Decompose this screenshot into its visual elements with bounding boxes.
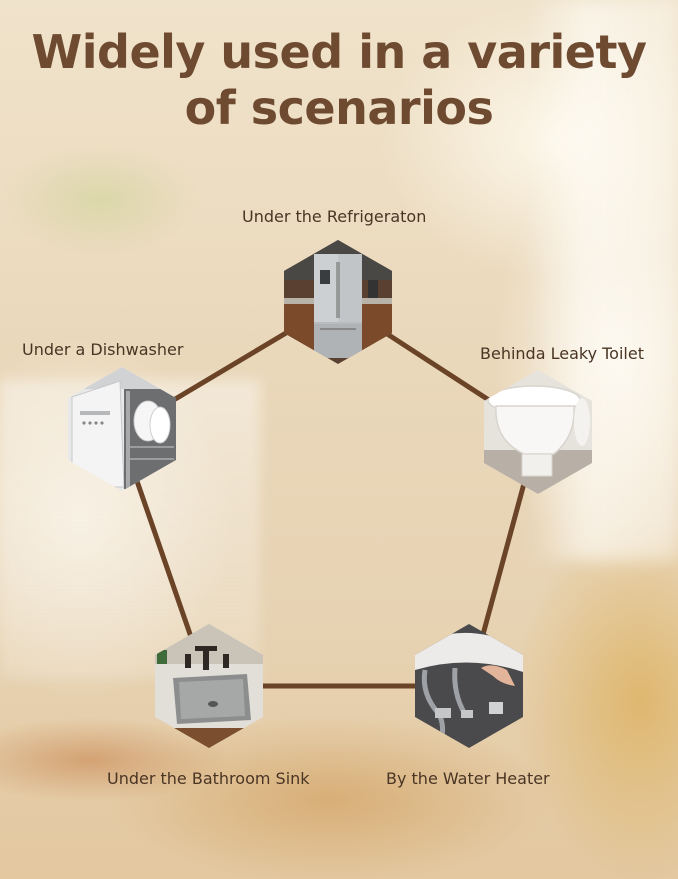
scenario-label-toilet: Behinda Leaky Toilet	[480, 344, 644, 363]
scenario-label-water-heater: By the Water Heater	[386, 769, 550, 788]
title-line-2: of scenarios	[184, 81, 494, 135]
page-title: Widely used in a variety of scenarios	[0, 24, 678, 136]
scenario-label-dishwasher: Under a Dishwasher	[22, 340, 184, 359]
title-line-1: Widely used in a variety	[31, 25, 647, 79]
water-heater-icon	[415, 624, 523, 748]
scenario-label-bathroom-sink: Under the Bathroom Sink	[107, 769, 310, 788]
scenario-label-refrigerator: Under the Refrigeraton	[242, 207, 427, 226]
water-heater-photo	[415, 624, 523, 748]
